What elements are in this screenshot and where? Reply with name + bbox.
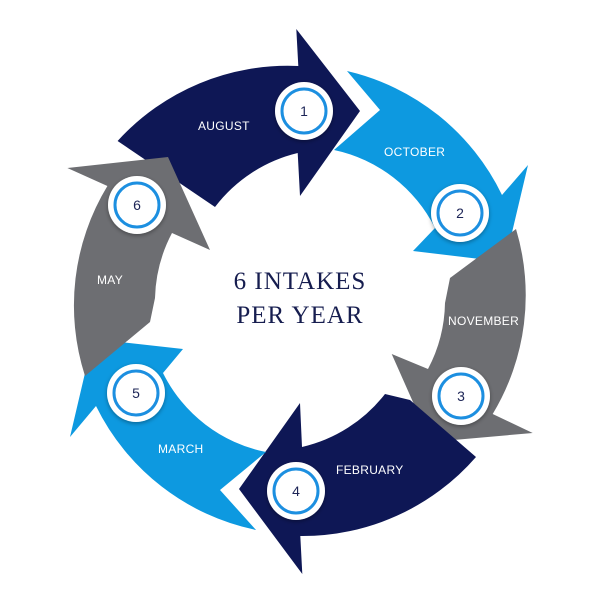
- center-title-line-1: 6 INTAKES: [234, 268, 367, 295]
- badge-5: [107, 364, 165, 422]
- arrow-segment-6: [67, 157, 211, 376]
- month-label-march: MARCH: [158, 442, 204, 456]
- badge-number-5: 5: [132, 385, 140, 401]
- arrow-segment-2: [334, 71, 528, 262]
- badge-3: [432, 367, 490, 425]
- arrow-segment-3: [391, 229, 533, 442]
- arrow-segment-5: [70, 339, 266, 530]
- badge-2: [431, 184, 489, 242]
- badge-number-3: 3: [457, 388, 465, 404]
- badge-number-6: 6: [133, 197, 141, 213]
- badge-6: [108, 176, 166, 234]
- badge-4: [267, 462, 325, 520]
- arrow-segment-4: [239, 394, 476, 574]
- month-label-february: FEBRUARY: [336, 463, 404, 477]
- badge-number-4: 4: [292, 483, 300, 499]
- month-label-october: OCTOBER: [384, 145, 445, 159]
- arrow-segment-1: [117, 29, 360, 207]
- month-label-august: AUGUST: [198, 119, 250, 133]
- badge-number-1: 1: [300, 103, 308, 119]
- month-label-november: NOVEMBER: [448, 314, 519, 328]
- badge-number-2: 2: [456, 205, 464, 221]
- badge-1: [275, 82, 333, 140]
- center-title-line-2: PER YEAR: [236, 302, 363, 329]
- month-label-may: MAY: [97, 273, 123, 287]
